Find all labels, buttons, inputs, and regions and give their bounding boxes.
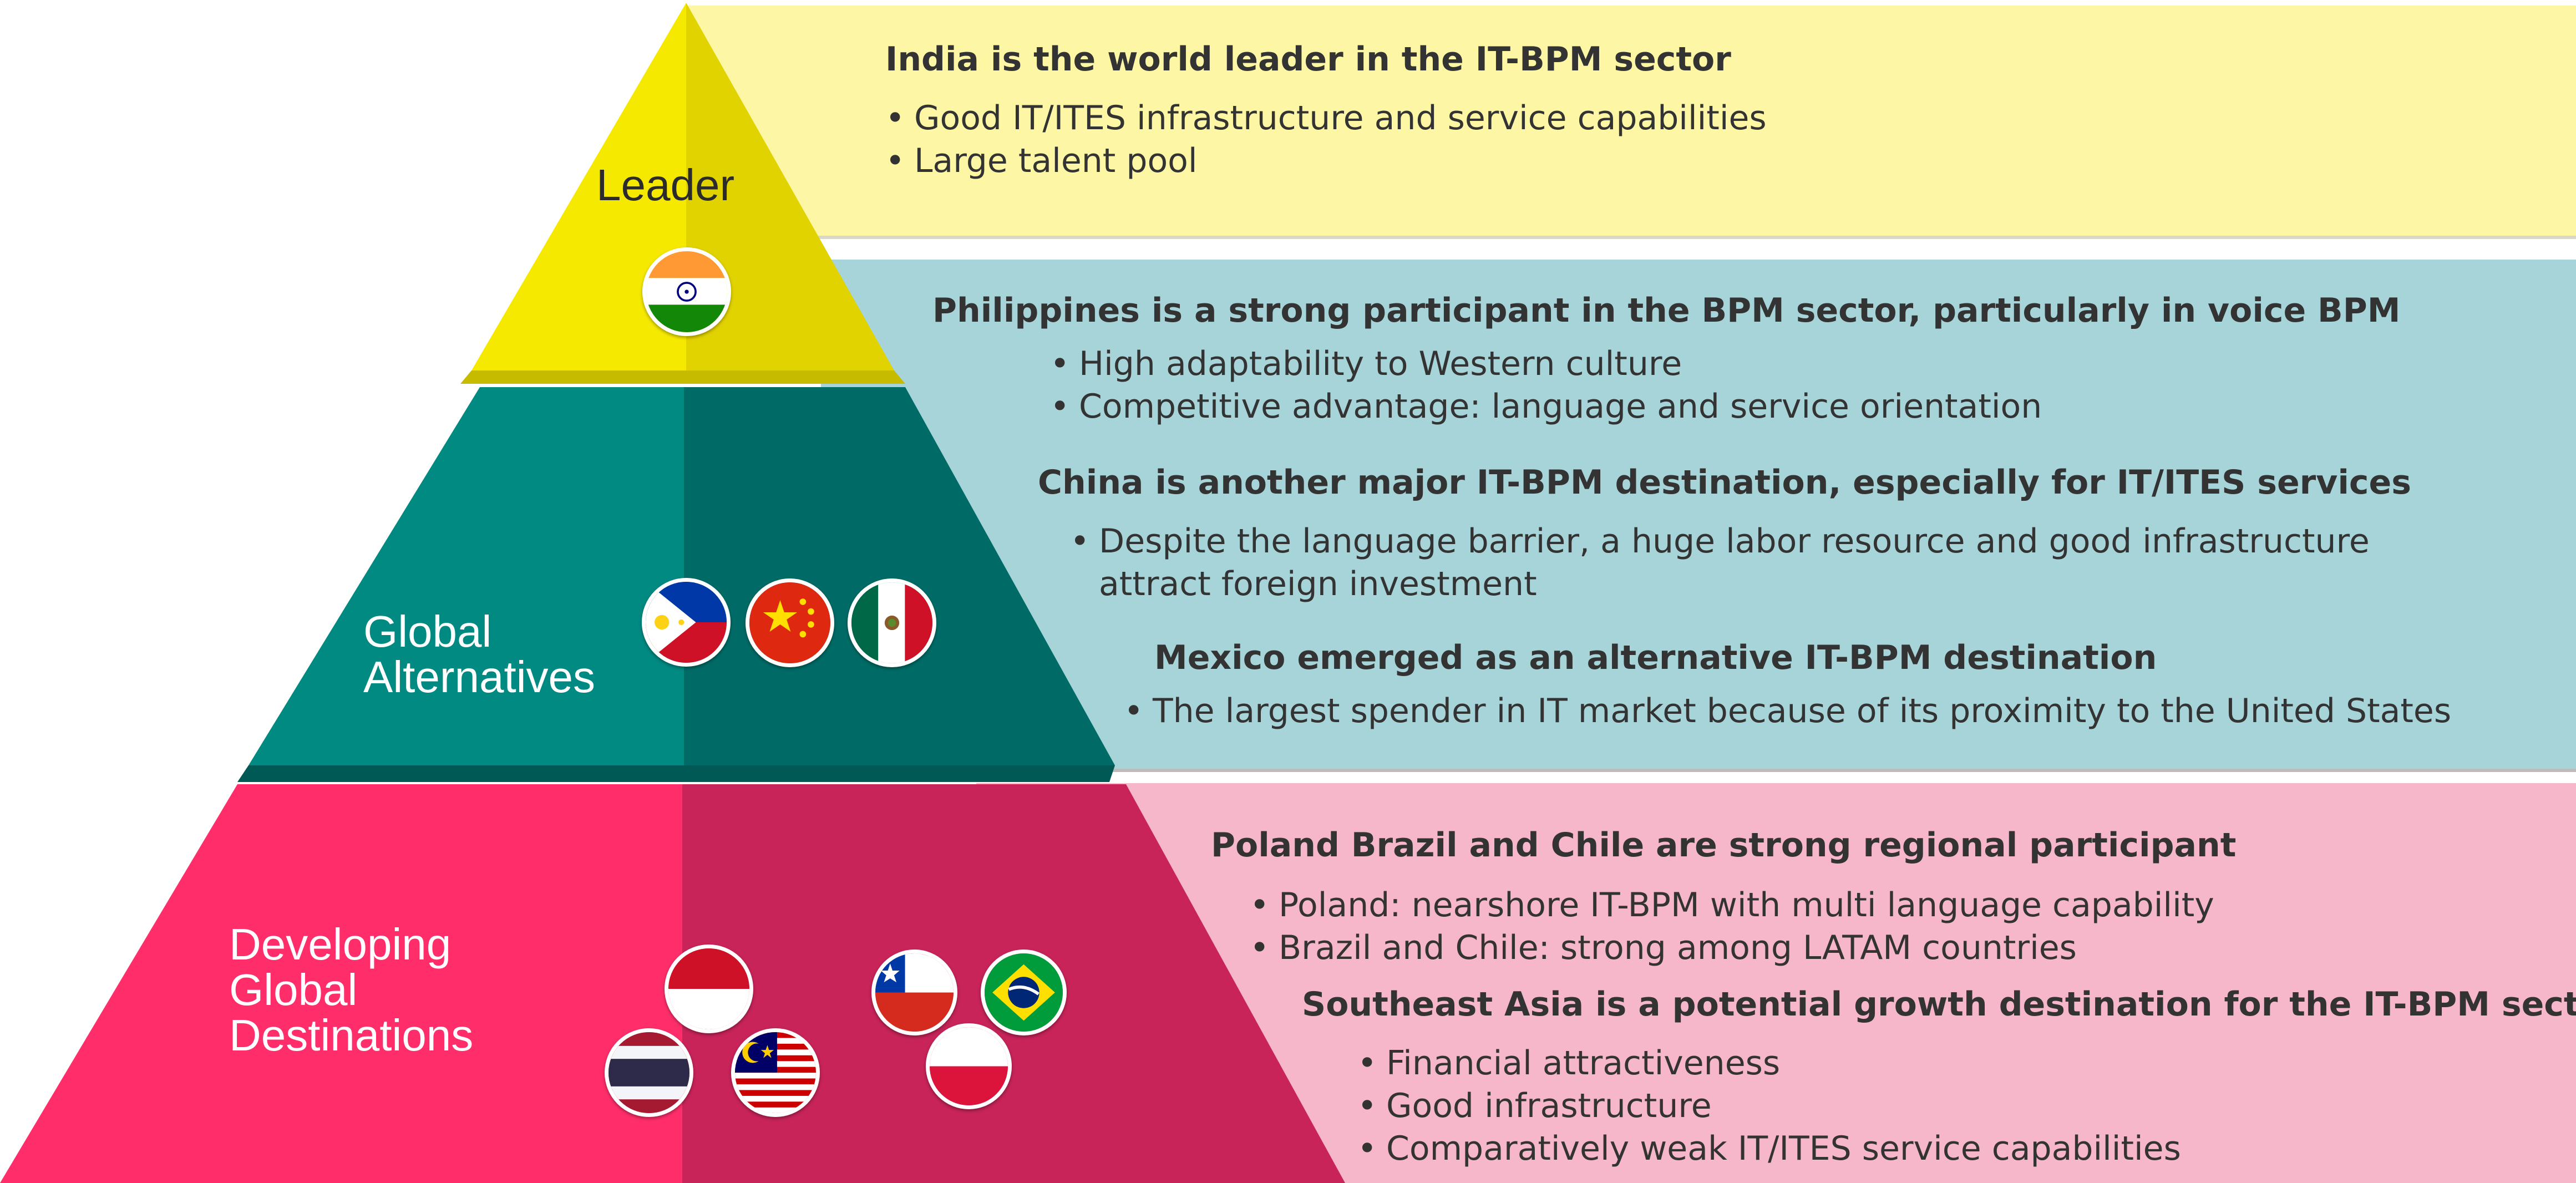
malaysia-flag-icon [731,1028,820,1117]
india-flag-icon [642,247,731,336]
leader-block-india: India is the world leader in the IT-BPM … [885,38,1767,182]
list-item: Large talent pool [885,140,1767,182]
list-item: Competitive advantage: language and serv… [1050,385,2400,428]
mexico-flag-icon [848,578,936,667]
pyramid-leader-tier-left [471,3,686,370]
leader-band-shadow [688,236,2576,239]
developing-label-line-2: Global [229,965,358,1014]
leader-heading: India is the world leader in the IT-BPM … [885,40,1731,79]
leader-tier-label: Leader [596,160,735,210]
philippines-flag-icon [642,578,731,667]
list-item-continuation: attract foreign investment [1070,563,2411,606]
list-item: High adaptability to Western culture [1050,343,2400,385]
alternatives-label-line-1: Global [363,607,492,656]
developing-label-line-1: Developing [229,920,452,969]
mexico-bullet-list: The largest spender in IT market because… [1124,690,2451,733]
southeast-asia-heading: Southeast Asia is a potential growth des… [1302,985,2576,1024]
developing-block-southeast-asia: Southeast Asia is a potential growth des… [1302,983,2576,1170]
brazil-flag-icon [981,950,1067,1035]
china-flag-icon [746,578,834,667]
mexico-heading: Mexico emerged as an alternative IT-BPM … [1154,638,2157,677]
list-item: Brazil and Chile: strong among LATAM cou… [1250,927,2236,969]
list-item: Financial attractiveness [1357,1042,2576,1085]
pyramid-leader-tier-right [686,3,894,370]
list-item: Good IT/ITES infrastructure and service … [885,97,1767,140]
alternatives-band-shadow [821,769,2576,772]
indonesia-flag-icon [665,945,753,1033]
pyramid-alternatives-tier-right [684,387,1115,765]
pyramid-leader-tier-base [460,370,905,384]
alternatives-block-china: China is another major IT-BPM destinatio… [1038,461,2411,606]
list-item: Comparatively weak IT/ITES service capab… [1357,1128,2576,1170]
list-item: Despite the language barrier, a huge lab… [1070,520,2411,563]
china-heading: China is another major IT-BPM destinatio… [1038,463,2411,502]
southeast-asia-bullet-list: Financial attractiveness Good infrastruc… [1357,1042,2576,1170]
poland-flag-icon [926,1023,1012,1109]
alternatives-label-line-2: Alternatives [363,652,595,702]
pyramid-developing-tier-left [0,784,682,1183]
pyramid-alternatives-tier-left [249,387,684,765]
philippines-heading: Philippines is a strong participant in t… [932,291,2401,330]
developing-tier-label: Developing Global Destinations [229,922,473,1058]
poland-brazil-chile-heading: Poland Brazil and Chile are strong regio… [1211,826,2237,865]
philippines-bullet-list: High adaptability to Western culture Com… [1050,343,2400,428]
list-item: The largest spender in IT market because… [1124,690,2451,733]
thailand-flag-icon [605,1028,693,1117]
list-item-continuation-text: attract foreign investment [1099,565,1537,603]
list-item: Good infrastructure [1357,1085,2576,1128]
poland-brazil-chile-bullet-list: Poland: nearshore IT-BPM with multi lang… [1250,884,2236,969]
alternatives-block-philippines: Philippines is a strong participant in t… [932,290,2400,428]
leader-bullet-list: Good IT/ITES infrastructure and service … [885,97,1767,182]
pyramid-alternatives-tier-base [237,765,1115,782]
alternatives-block-mexico: Mexico emerged as an alternative IT-BPM … [1124,637,2451,733]
chile-flag-icon [871,950,957,1035]
china-bullet-list: Despite the language barrier, a huge lab… [1070,520,2411,606]
developing-block-poland-brazil-chile: Poland Brazil and Chile are strong regio… [1211,824,2236,969]
developing-label-line-3: Destinations [229,1011,474,1060]
alternatives-tier-label: Global Alternatives [363,609,595,700]
list-item: Poland: nearshore IT-BPM with multi lang… [1250,884,2236,927]
